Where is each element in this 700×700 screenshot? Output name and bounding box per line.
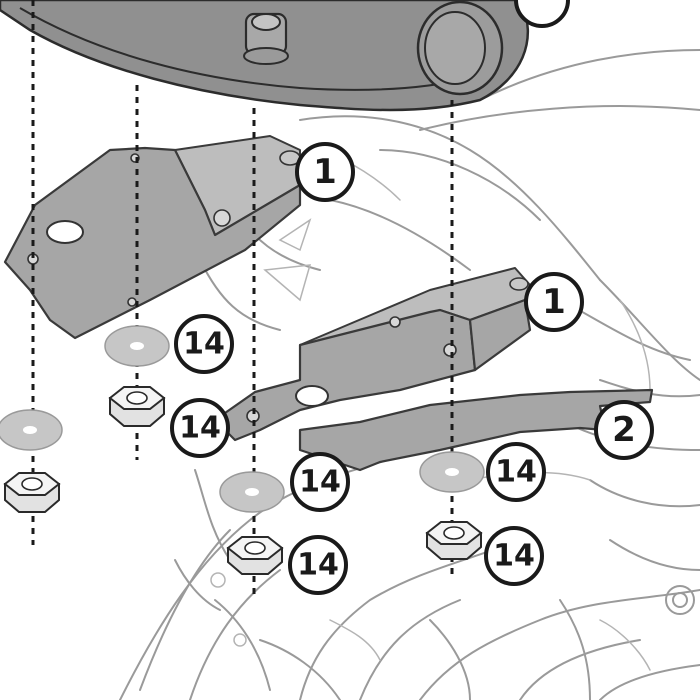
washer [419, 451, 485, 493]
callout-label: 1 [542, 282, 566, 322]
callout-part-14: 14 [288, 535, 348, 595]
hex-nut [108, 386, 166, 427]
callout-label: 14 [493, 539, 535, 574]
hex-nut [3, 472, 61, 513]
callout-label: 14 [299, 465, 341, 500]
washer [0, 409, 63, 451]
callout-label: 14 [495, 455, 537, 490]
hex-nut [226, 536, 284, 575]
callout-part-14: 14 [174, 314, 234, 374]
callout-label: 1 [313, 152, 337, 192]
callout-part-14: 14 [170, 398, 230, 458]
nuts [3, 386, 483, 575]
washers [0, 325, 485, 513]
callout-part-1-right-plate: 1 [524, 272, 584, 332]
callout-label: 2 [612, 410, 636, 450]
washer [104, 325, 170, 367]
callout-part-14: 14 [484, 526, 544, 586]
callout-part-14: 14 [486, 442, 546, 502]
callout-label: 14 [297, 548, 339, 583]
left-bracket-plate [3, 135, 302, 340]
callout-part-14: 14 [290, 452, 350, 512]
motorcycle-frame-lineart [119, 49, 700, 700]
washer [219, 471, 285, 513]
callouts: 1 1 2 14 14 14 14 14 [170, 142, 654, 595]
callout-label: 14 [183, 327, 225, 362]
callout-label: 14 [179, 411, 221, 446]
hex-nut [425, 521, 483, 560]
right-bracket-plate [213, 267, 532, 442]
callout-partial [514, 0, 570, 28]
callout-part-2: 2 [594, 400, 654, 460]
callout-part-1-left-plate: 1 [295, 142, 355, 202]
rack-body [0, 0, 530, 112]
